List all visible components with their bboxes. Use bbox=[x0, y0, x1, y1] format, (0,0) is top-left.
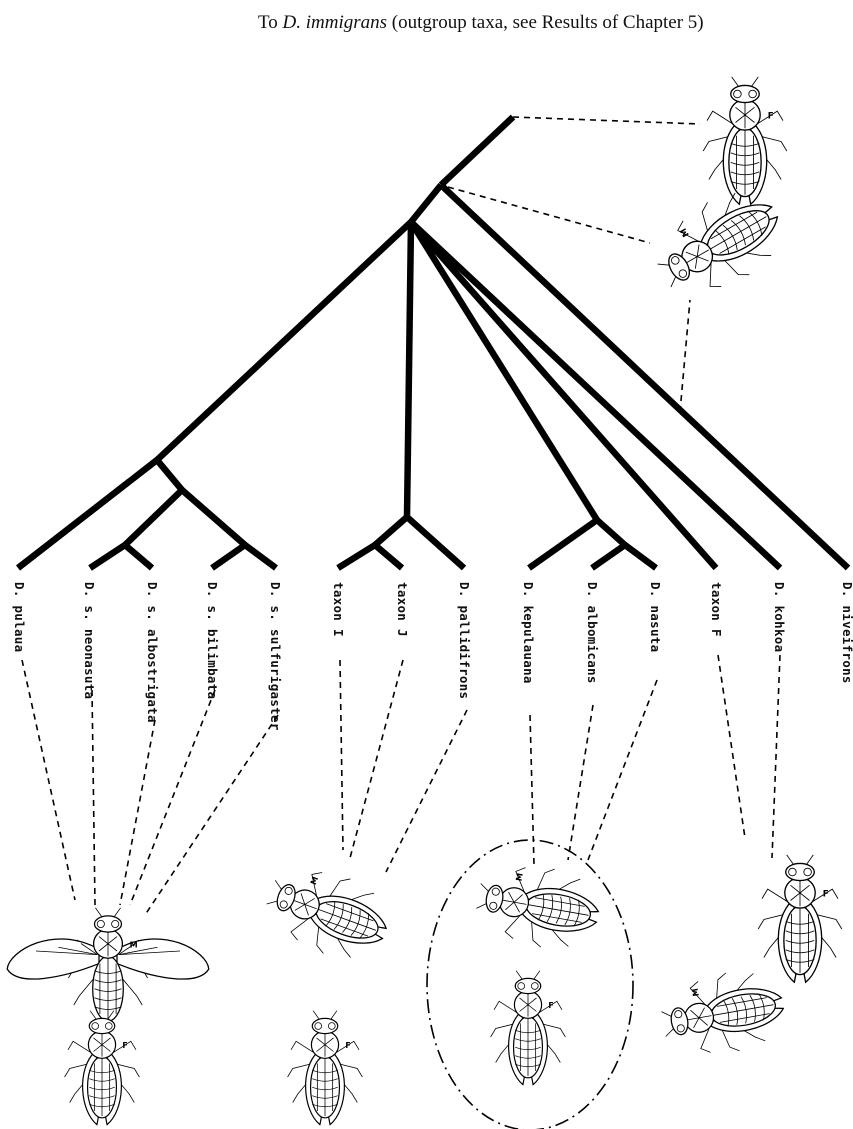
branch-pallidifrons bbox=[407, 517, 464, 568]
leader-taxon-i bbox=[340, 660, 343, 850]
branch-albostrigata bbox=[125, 545, 152, 568]
sex-mark: F bbox=[345, 1041, 350, 1050]
fly-ij-male: M bbox=[257, 855, 397, 971]
taxon-label-sulfurigaster: D. s. sulfurigaster bbox=[268, 582, 283, 731]
tree-branches bbox=[18, 117, 848, 568]
leader-albomicans bbox=[568, 705, 593, 860]
branch-bilimbata-group bbox=[182, 490, 245, 545]
fly-sulfurigaster-male: M bbox=[7, 908, 209, 1021]
branch-ij-stem bbox=[407, 222, 411, 517]
branch-root-stem bbox=[441, 117, 513, 185]
branch-neonasuta bbox=[90, 545, 125, 568]
leader-pulaua bbox=[22, 660, 75, 900]
fly-kohkoa-female: F bbox=[758, 855, 842, 982]
taxon-label-pallidifrons: D. pallidifrons bbox=[457, 582, 472, 699]
branch-bilimbata bbox=[212, 545, 245, 568]
branch-pulaua-clade bbox=[157, 222, 411, 460]
branch-niveifrons bbox=[441, 185, 848, 568]
sex-mark: M bbox=[308, 875, 320, 886]
fly-nasuta-female: F bbox=[491, 971, 566, 1085]
branch-taxon-j bbox=[375, 545, 402, 568]
branch-kepulauana bbox=[529, 520, 597, 568]
branch-sulfurigaster-clade bbox=[157, 460, 182, 490]
taxon-label-neonasuta: D. s. neonasuta bbox=[82, 582, 97, 699]
fly-nasuta-male: M bbox=[472, 857, 605, 956]
fly-ij-female: F bbox=[288, 1011, 363, 1125]
leader-taxon-f bbox=[718, 655, 745, 838]
branch-ij-group bbox=[375, 517, 407, 545]
taxon-label-taxon-j: taxon J bbox=[395, 582, 410, 637]
leader-kepulauana bbox=[530, 715, 534, 865]
branch-ingroup bbox=[411, 185, 441, 222]
leader-kohkoa bbox=[772, 655, 780, 858]
branch-albomicans-group bbox=[597, 520, 625, 545]
leader-root-to-top-fly bbox=[513, 117, 700, 124]
fly-top-male: M bbox=[643, 176, 795, 312]
branch-albomicans bbox=[592, 545, 625, 568]
fly-kohkoa-male: M bbox=[657, 964, 790, 1063]
sex-mark: M bbox=[513, 872, 524, 882]
taxon-label-niveifrons: D. niveifrons bbox=[840, 582, 853, 684]
taxon-label-bilimbata: D. s. bilimbata bbox=[205, 582, 220, 699]
leader-nasuta bbox=[588, 680, 657, 860]
fly-top-female: F bbox=[703, 77, 787, 204]
taxon-label-pulaua: D. pulaua bbox=[12, 582, 27, 652]
sex-mark: F bbox=[548, 1001, 553, 1010]
branch-taxon-f bbox=[411, 222, 716, 568]
taxon-label-taxon-i: taxon I bbox=[331, 582, 346, 637]
sex-mark: F bbox=[768, 112, 774, 122]
branch-sulfurigaster bbox=[245, 545, 276, 568]
taxon-label-kepulauana: D. kepulauana bbox=[521, 582, 536, 684]
leader-taxon-j bbox=[350, 660, 403, 858]
sex-mark: F bbox=[823, 890, 829, 900]
branch-neonasuta-group bbox=[125, 490, 182, 545]
sex-mark: M bbox=[690, 988, 701, 998]
taxon-label-albomicans: D. albomicans bbox=[585, 582, 600, 684]
branch-nasuta bbox=[625, 545, 656, 568]
fly-sulfurigaster-female: F bbox=[65, 1011, 140, 1125]
sex-mark: M bbox=[130, 939, 138, 949]
taxon-label-nasuta: D. nasuta bbox=[648, 582, 663, 652]
leader-niveifrons-node-to-fly bbox=[448, 187, 650, 243]
taxon-label-taxon-f: taxon F bbox=[709, 582, 724, 637]
sex-mark: F bbox=[122, 1041, 127, 1050]
leader-neonasuta bbox=[92, 690, 95, 905]
leader-niveifrons-branch-to-fly bbox=[680, 300, 690, 412]
leader-pallidifrons bbox=[386, 710, 467, 872]
taxon-label-kohkoa: D. kohkoa bbox=[772, 582, 787, 652]
taxon-labels: D. pulaua D. s. neonasuta D. s. albostri… bbox=[12, 582, 853, 731]
taxon-label-albostrigata: D. s. albostrigata bbox=[145, 582, 160, 723]
leader-albostrigata bbox=[120, 720, 155, 905]
branch-taxon-i bbox=[338, 545, 375, 568]
